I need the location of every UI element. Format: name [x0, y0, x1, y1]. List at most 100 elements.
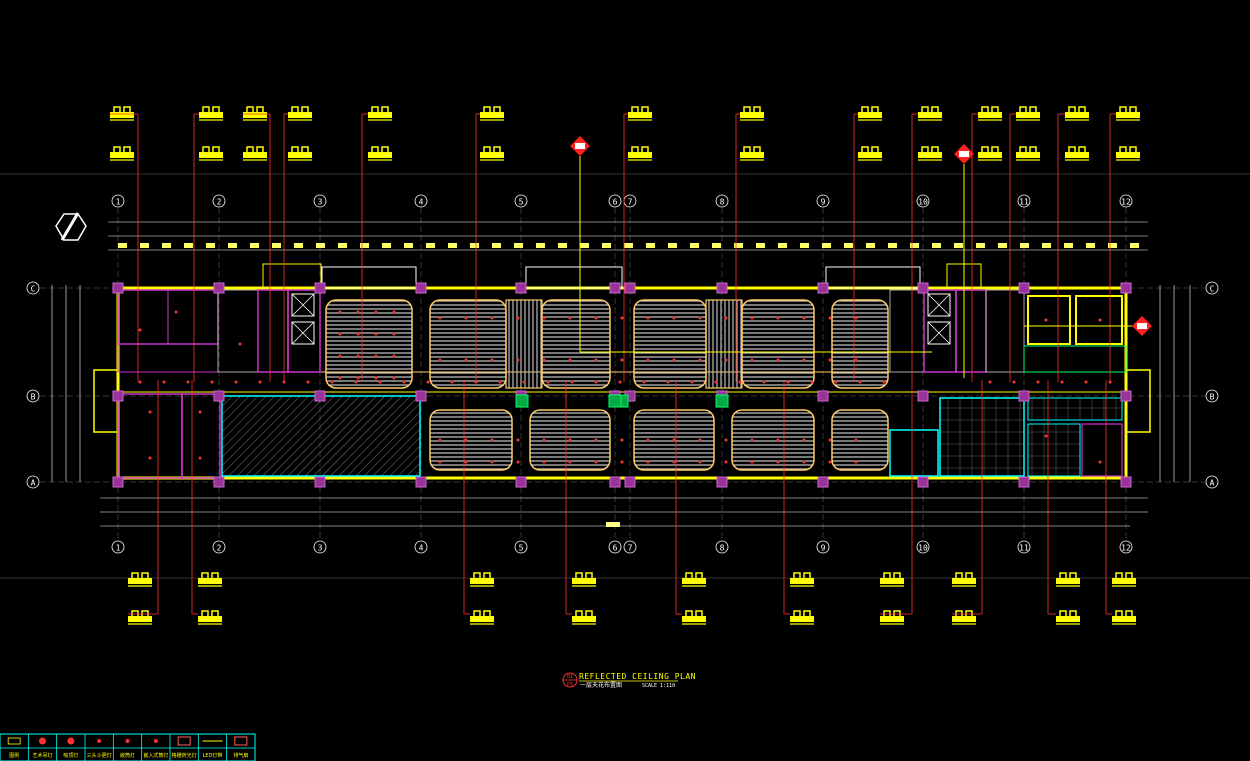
fixture-tag-icon	[1056, 572, 1080, 587]
ceiling-light	[542, 460, 546, 464]
drawing-number: 01	[567, 674, 573, 680]
ceiling-light	[356, 332, 360, 336]
grid-column-label: 5	[519, 544, 524, 553]
ceiling-light	[210, 380, 214, 384]
ceiling-light	[148, 410, 152, 414]
ceiling-light	[490, 438, 494, 442]
dimension-tick	[228, 243, 237, 248]
ceiling-light	[450, 380, 454, 384]
grid-row-label: B	[31, 393, 36, 402]
ceiling-light	[750, 316, 754, 320]
drawing-scale: SCALE 1:110	[642, 683, 675, 689]
ceiling-light	[750, 358, 754, 362]
grid-column-label: 4	[419, 544, 424, 553]
left-dimension-lines	[51, 285, 81, 482]
ceiling-light	[724, 438, 728, 442]
fixture-tag-icon	[1065, 146, 1089, 161]
fixture-tag-icon	[952, 610, 976, 625]
grid-bubble-icon	[916, 540, 930, 554]
dimension-tick	[492, 243, 501, 248]
pendant-lamp-icon	[39, 737, 46, 745]
ceiling-light	[138, 328, 142, 332]
ceiling-light	[750, 438, 754, 442]
ceiling-light	[776, 316, 780, 320]
grid-bubble-icon	[26, 281, 40, 295]
grid-bubble-icon	[111, 540, 125, 554]
ceiling-light	[516, 438, 520, 442]
ceiling-light	[724, 460, 728, 464]
dimension-tick	[624, 243, 633, 248]
fixture-tag-icon	[740, 106, 764, 121]
grid-column-label: 6	[613, 544, 618, 553]
ceiling-light	[392, 310, 396, 314]
grid-column-label: 9	[821, 544, 826, 553]
grid-bubble-icon	[715, 540, 729, 554]
grid-row-label: C	[31, 285, 36, 294]
dimension-tick	[1130, 243, 1139, 248]
ceiling-light	[1060, 380, 1064, 384]
grid-bubble-icon	[111, 194, 125, 208]
fixture-tag-icon	[110, 146, 134, 161]
fixture-tag-icon	[978, 146, 1002, 161]
ceiling-light	[1098, 318, 1102, 322]
ceiling-light	[392, 376, 396, 380]
ceiling-light	[618, 380, 622, 384]
ceiling-light	[516, 316, 520, 320]
fixture-tag-icon	[682, 610, 706, 625]
grid-column-label: 6	[613, 198, 618, 207]
fixture-tag-icon	[1065, 106, 1089, 121]
ceiling-light	[714, 380, 718, 384]
grid-bubble-icon	[26, 389, 40, 403]
ceiling-light	[620, 358, 624, 362]
fixture-tag-icon	[1112, 572, 1136, 587]
grid-row-label: B	[1210, 393, 1215, 402]
fixture-tag-icon	[128, 572, 152, 587]
column	[415, 282, 427, 294]
fixture-tag-icon	[790, 610, 814, 625]
structural-columns	[112, 282, 1132, 488]
ceiling-light	[776, 438, 780, 442]
dimension-tick	[558, 243, 567, 248]
grid-bubble-icon	[414, 540, 428, 554]
top-dimension-lines	[108, 221, 1148, 251]
ceiling-light	[786, 380, 790, 384]
ceiling-light	[306, 380, 310, 384]
fixture-tag-icon	[198, 610, 222, 625]
ceiling-light	[392, 354, 396, 358]
ceiling-light	[724, 358, 728, 362]
drawing-title: REFLECTED CEILING PLAN	[579, 672, 696, 681]
dimension-tick	[470, 243, 479, 248]
column	[213, 282, 225, 294]
grid-column-label: 7	[628, 198, 633, 207]
ceiling-light	[354, 380, 358, 384]
ceiling-light	[438, 460, 442, 464]
ceiling-light	[356, 354, 360, 358]
fixture-tag-icon	[243, 106, 267, 121]
grid-column-label: 11	[1019, 198, 1029, 207]
dimension-tick	[690, 243, 699, 248]
fixture-tag-icon	[288, 106, 312, 121]
fixture-tag-icon	[199, 146, 223, 161]
level-marker-icon	[606, 522, 620, 527]
dimension-tick	[602, 243, 611, 248]
dimension-tick	[250, 243, 259, 248]
ceiling-light	[338, 332, 342, 336]
column	[213, 390, 225, 402]
grid-row-label: A	[31, 479, 36, 488]
ceiling-light	[198, 410, 202, 414]
ceiling-light	[882, 380, 886, 384]
grid-bubble-icon	[1017, 194, 1031, 208]
column	[609, 476, 621, 488]
ceiling-light	[690, 380, 694, 384]
ceiling-light	[642, 380, 646, 384]
ceiling-light	[802, 438, 806, 442]
grille-fluorescent-icon	[177, 736, 191, 746]
dimension-tick	[206, 243, 215, 248]
ceiling-light	[464, 460, 468, 464]
drawing-sheet: P5	[567, 682, 573, 688]
ceiling-light	[330, 380, 334, 384]
ceiling-light	[646, 460, 650, 464]
ceiling-light	[828, 316, 832, 320]
ceiling-light	[234, 380, 238, 384]
